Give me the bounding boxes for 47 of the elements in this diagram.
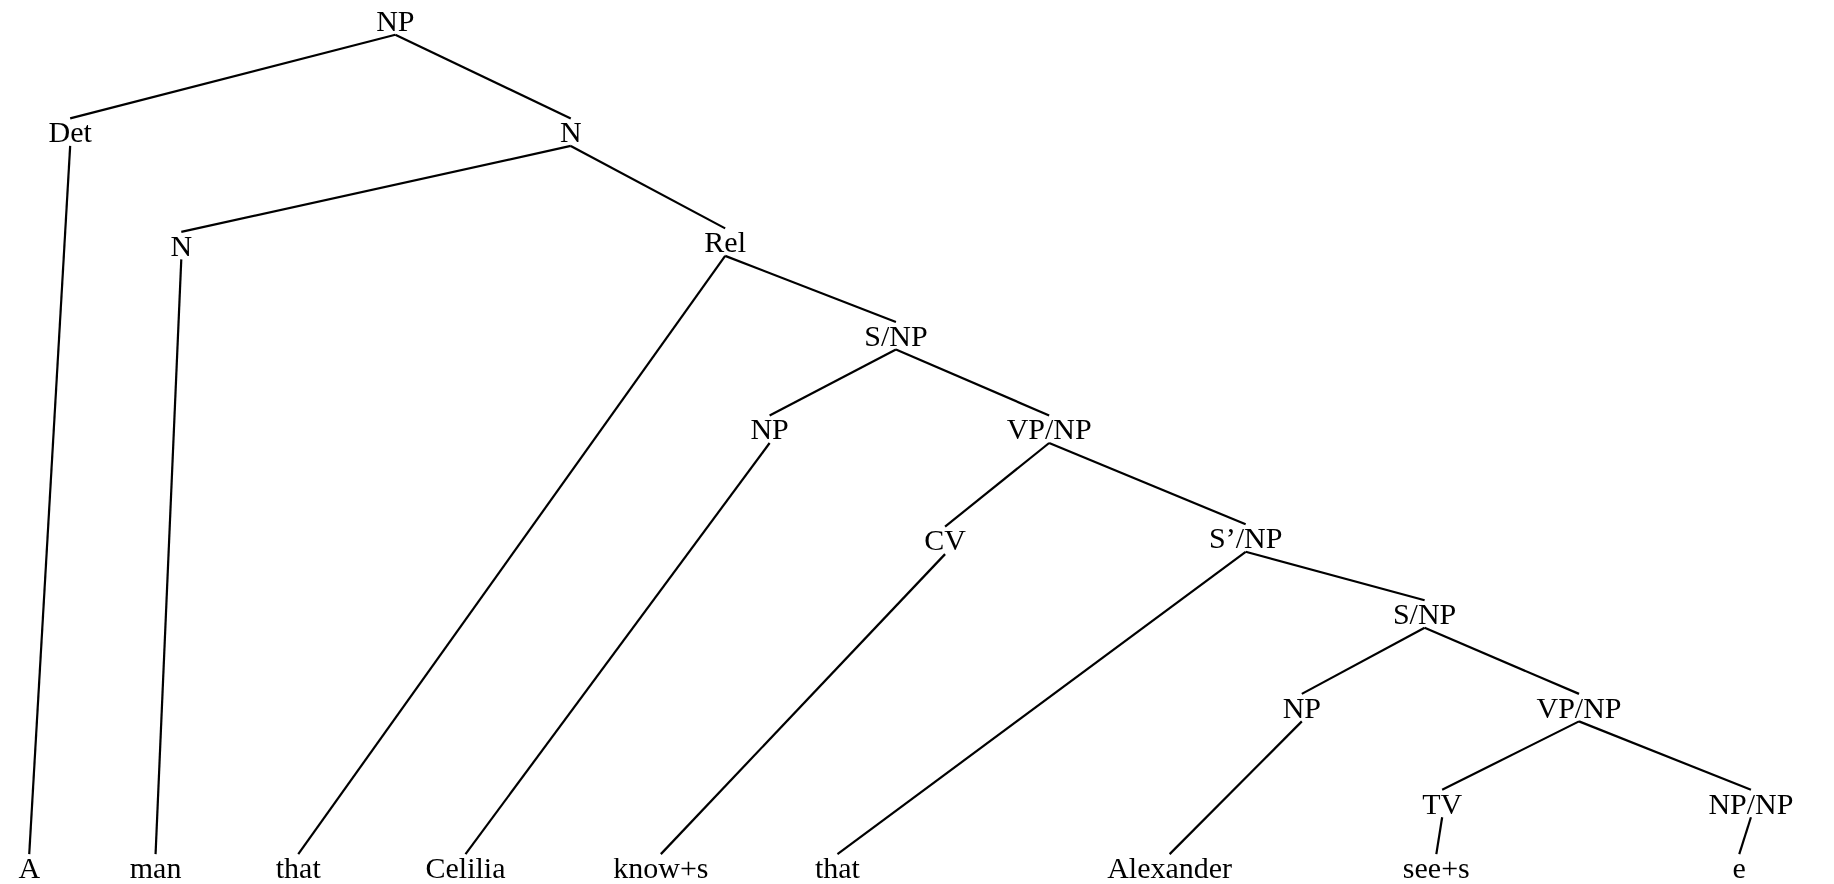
tree-branch [181,144,571,233]
tree-label: CV [923,524,967,557]
tree-branch [1435,817,1444,855]
tree-label: Det [47,116,93,148]
tree-label: know+s [612,852,710,884]
tree-label: N [558,116,583,148]
tree-label: VP/NP [1535,691,1623,724]
tree-branch [69,33,396,120]
tree-label: S/NP [863,319,929,352]
tree-label: VP/NP [1005,413,1093,445]
tree-label: Alexander [1106,852,1234,884]
tree-branch [1048,442,1247,526]
tree-branch [297,255,727,855]
tree-branch [769,348,897,417]
tree-branch [836,550,1247,855]
tree-branch [944,442,1050,528]
tree-label: that [813,852,861,884]
tree-label: N [169,229,194,262]
tree-label: NP [1281,691,1322,724]
tree-branch [1441,720,1580,791]
tree-branch [724,254,897,323]
tree-label: e [1731,852,1747,884]
tree-branch [28,145,72,855]
tree-label: man [128,852,183,884]
tree-branch [1245,550,1425,602]
tree-label: NP/NP [1707,787,1795,820]
tree-label: see+s [1401,852,1471,884]
tree-label: that [274,852,322,884]
tree-label: A [17,852,42,884]
tree-label: NP [749,413,790,445]
tree-label: S’/NP [1208,522,1284,554]
tree-branch [1578,720,1752,791]
tree-branch [660,553,946,855]
tree-branch [895,348,1050,417]
tree-label: S/NP [1391,598,1458,630]
tree-label: Rel [703,226,747,258]
tree-branch [1738,816,1752,855]
tree-label: TV [1421,787,1464,820]
tree-branch [1168,720,1303,855]
tree-branch [1301,626,1426,695]
tree-label: Celilia [424,852,507,884]
tree-branch [1424,626,1580,695]
tree-label: NP [375,5,416,37]
tree-branch [464,442,771,855]
tree-branch [154,259,183,855]
tree-branch [394,33,572,120]
tree-branch [570,144,726,230]
